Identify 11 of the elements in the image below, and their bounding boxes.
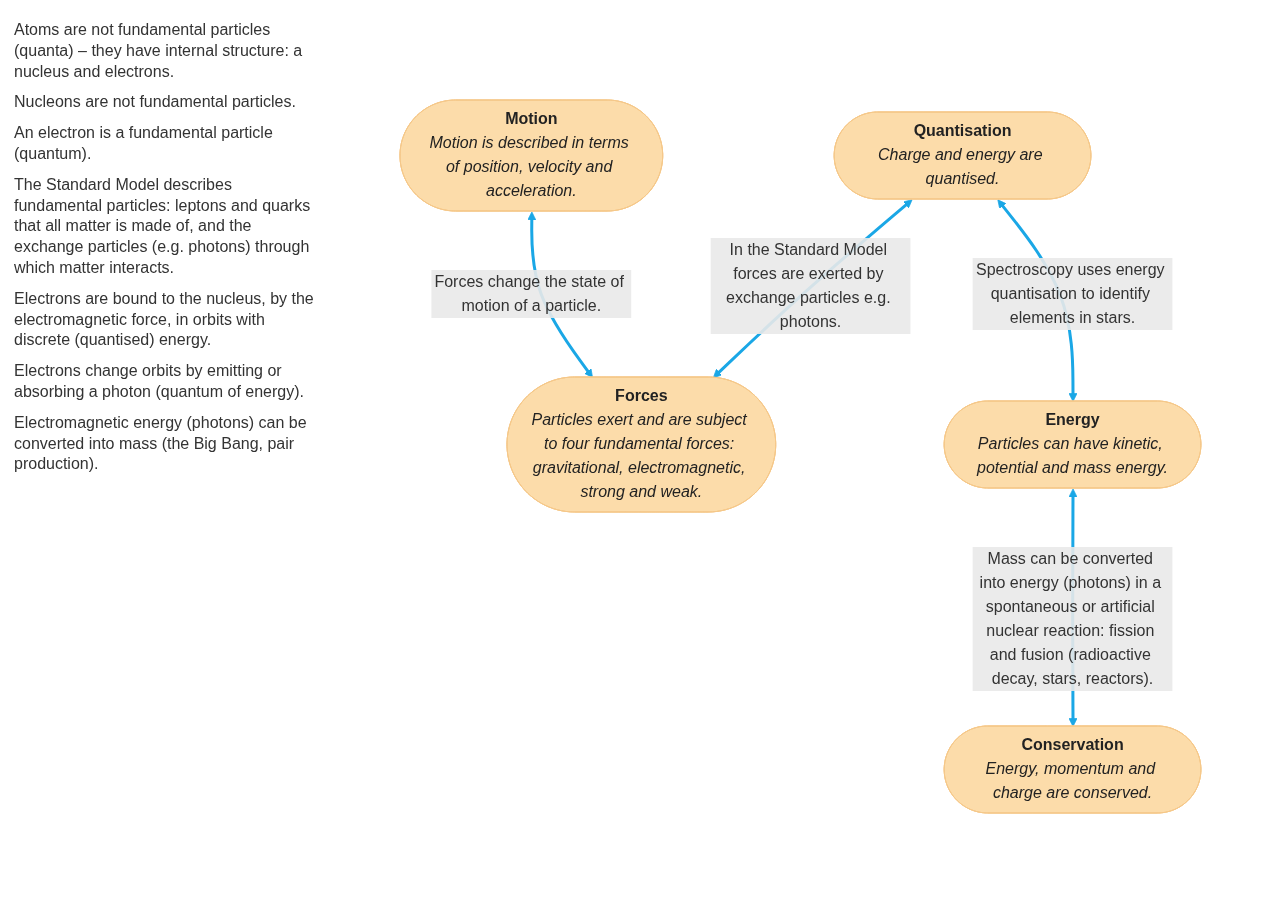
- note-text: Electrons change orbits by emitting or absorbing a photon (quantum of energy).: [14, 361, 305, 402]
- note-text: An electron is a fundamental particle (quantum).: [14, 123, 274, 164]
- edge-label: Spectroscopy uses energy quantisation to identify elements in stars.: [976, 260, 1165, 326]
- note-text: Atoms are not fundamental particles (quanta) – they have internal structure: a nucleus and electrons.: [14, 20, 304, 82]
- edge-label: In the Standard Model forces are exerted by exchange particles e.g. photons.: [726, 240, 891, 330]
- edge-label: Mass can be converted into energy (photons) in a spontaneous or artificial nuclear reaction: fission and fusion (radioactive decay, stars, reactors).: [979, 549, 1162, 687]
- note-text: Electrons are bound to the nucleus, by the electromagnetic force, in orbits with discrete (quantised) energy.: [14, 288, 315, 351]
- edge-label: Forces change the state of motion of a particle.: [434, 272, 624, 314]
- note-text: Electromagnetic energy (photons) can be converted into mass (the Big Bang, pair production).: [14, 412, 308, 475]
- note-text: The Standard Model describes fundamental particles: leptons and quarks that all matter is made of, and the exchange particles (e.g. photons) through which matter interacts.: [14, 174, 312, 278]
- note-text: Nucleons are not fundamental particles.: [14, 92, 297, 113]
